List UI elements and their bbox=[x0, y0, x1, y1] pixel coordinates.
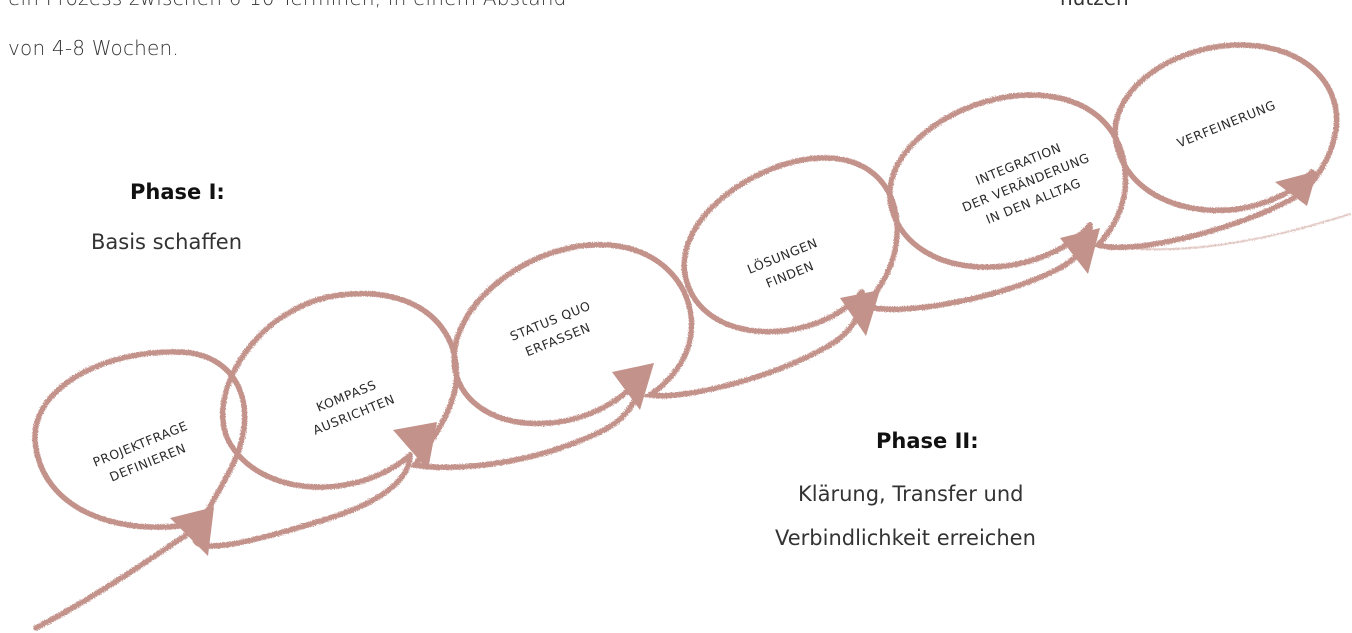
arrowhead-1 bbox=[170, 507, 214, 556]
step-label-5: INTEGRATION DER VERÄNDERUNG IN DEN ALLTA… bbox=[960, 140, 1092, 227]
intro-text-right-fragment: nutzen bbox=[1060, 0, 1129, 10]
step-6-line-1: VERFEINERUNG bbox=[1175, 97, 1278, 150]
loop-path-5 bbox=[887, 92, 1315, 270]
arrowhead-2 bbox=[393, 422, 437, 470]
loop-path-tail bbox=[1097, 213, 1351, 251]
arrowhead-3 bbox=[612, 363, 654, 410]
phase-1-title: Phase I: bbox=[130, 180, 225, 204]
phase-2-subtitle-line-2: Verbindlichkeit erreichen bbox=[775, 526, 1036, 550]
arrowhead-6 bbox=[1275, 171, 1317, 206]
intro-text-line-2: von 4-8 Wochen. bbox=[8, 36, 179, 60]
loop-strokes bbox=[32, 42, 1351, 631]
phase-1-subtitle: Basis schaffen bbox=[91, 230, 243, 254]
step-label-3: STATUS QUO ERFASSEN bbox=[508, 298, 593, 359]
step-label-1: PROJEKTFRAGE DEFINIEREN bbox=[91, 418, 190, 485]
arrowhead-5 bbox=[1060, 228, 1100, 274]
arrowheads bbox=[170, 171, 1317, 556]
loop-path-3 bbox=[451, 242, 865, 427]
loop-path-2 bbox=[220, 290, 643, 490]
intro-text-line-1: ein Prozess zwischen 6-10 Terminen, in e… bbox=[8, 0, 567, 10]
step-label-4: LÖSUNGEN FINDEN bbox=[745, 234, 820, 291]
loop-path-6 bbox=[1112, 42, 1340, 213]
loop-path-1 bbox=[32, 349, 413, 549]
arrowhead-4 bbox=[840, 290, 880, 336]
step-label-6: VERFEINERUNG bbox=[1175, 97, 1278, 150]
step-label-2: KOMPASS AUSRICHTEN bbox=[311, 377, 397, 438]
phase-2-subtitle-line-1: Klärung, Transfer und bbox=[798, 482, 1024, 506]
phase-2-title: Phase II: bbox=[876, 429, 979, 453]
loop-path-entry bbox=[33, 519, 208, 631]
